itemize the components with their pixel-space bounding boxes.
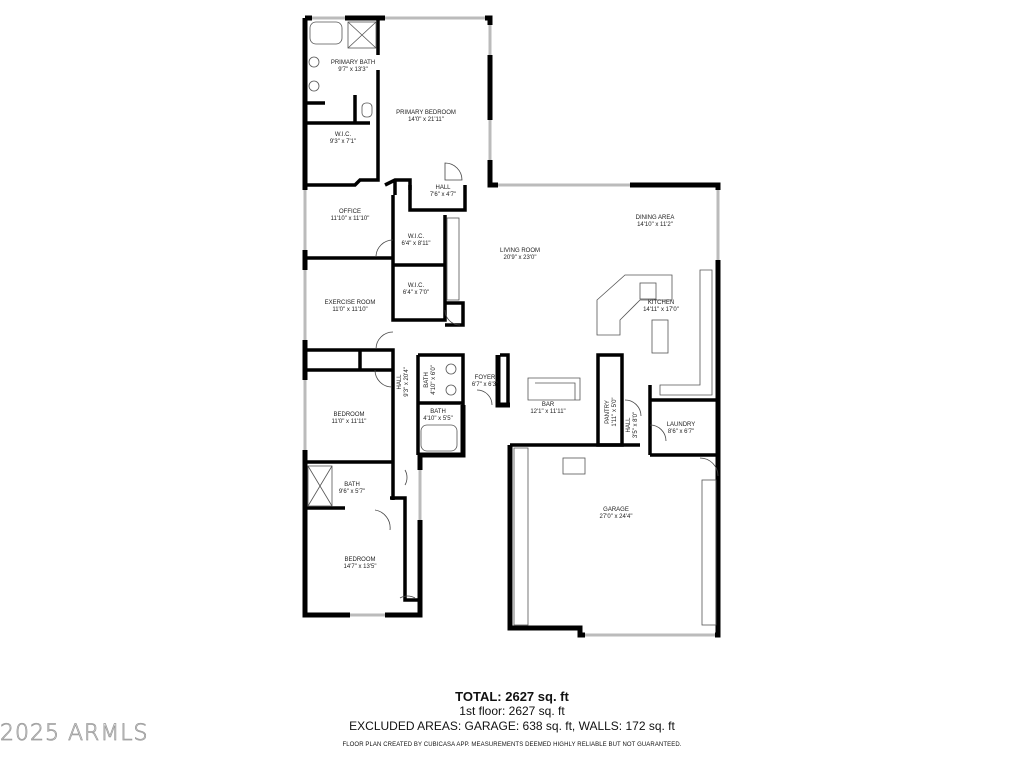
room-bath-1: BATH4'10" x 6'0" <box>424 365 437 395</box>
toilet <box>361 102 373 118</box>
room-wic-primary: W.I.C.9'3" x 7'1" <box>330 132 356 145</box>
interior-walls <box>305 18 718 602</box>
total-area: TOTAL: 2627 sq. ft <box>455 689 569 704</box>
watermark: 2025 ARMLS <box>0 721 149 747</box>
garage-fixture <box>562 457 586 475</box>
bathtub <box>309 21 343 45</box>
disclaimer: FLOOR PLAN CREATED BY CUBICASA APP. MEAS… <box>342 742 682 748</box>
room-wic-3: W.I.C.6'4" x 7'0" <box>403 283 429 296</box>
garage-steps <box>513 447 529 626</box>
floor-area: 1st floor: 2627 sq. ft <box>459 704 565 718</box>
shower <box>347 21 377 49</box>
excluded-areas: EXCLUDED AREAS: GARAGE: 638 sq. ft, WALL… <box>349 719 675 733</box>
room-hall-3: HALL3'5" x 8'0" <box>626 412 639 438</box>
windows <box>303 16 720 637</box>
bar-island <box>527 377 581 401</box>
room-pantry: PANTRY1'11" x 5'0" <box>605 397 618 426</box>
room-wic-2: W.I.C.6'4" x 8'11" <box>401 234 430 247</box>
kitchen-counter <box>596 274 673 336</box>
exterior-walls <box>302 15 721 638</box>
fixtures <box>307 21 717 626</box>
doors <box>374 162 719 599</box>
room-hall-2: HALL9'3" x 20'4" <box>397 367 410 397</box>
kitchen-island <box>651 319 669 354</box>
